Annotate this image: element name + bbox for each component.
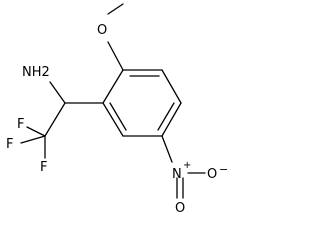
bond-o-ring — [107, 41, 124, 71]
structure-canvas: O NH2 F F F N + O O − — [6, 3, 228, 216]
ring-bond-2 — [161, 69, 182, 104]
chemical-structure: O NH2 F F F N + O O − — [6, 3, 228, 216]
nitro-oxygen-right-label: O — [207, 167, 217, 182]
bond-ring-n — [161, 135, 173, 163]
bond-methyl-o — [107, 3, 124, 15]
methoxy-oxygen-label: O — [97, 23, 107, 38]
fluorine-label-1: F — [17, 117, 24, 132]
ring-bond-5-inner — [109, 102, 127, 131]
bond-c-f2 — [20, 135, 46, 144]
bond-c-f1 — [26, 126, 46, 137]
ring-bond-3 — [161, 102, 182, 137]
nitro-nitrogen-label: N — [172, 167, 182, 182]
nitro-oxygen-charge: − — [219, 163, 228, 176]
amine-label: NH2 — [22, 65, 50, 80]
bond-ch-cf3 — [44, 102, 66, 137]
ring-bond-6 — [102, 69, 124, 104]
fluorine-label-2: F — [6, 137, 13, 152]
bond-ch-nh2 — [49, 81, 66, 104]
nitro-nitrogen-charge: + — [183, 160, 191, 171]
ring-bond-3-inner — [157, 102, 175, 131]
ring-bond-5 — [102, 102, 124, 137]
fluorine-label-3: F — [40, 160, 47, 175]
nitro-oxygen-top-label: O — [175, 201, 185, 216]
